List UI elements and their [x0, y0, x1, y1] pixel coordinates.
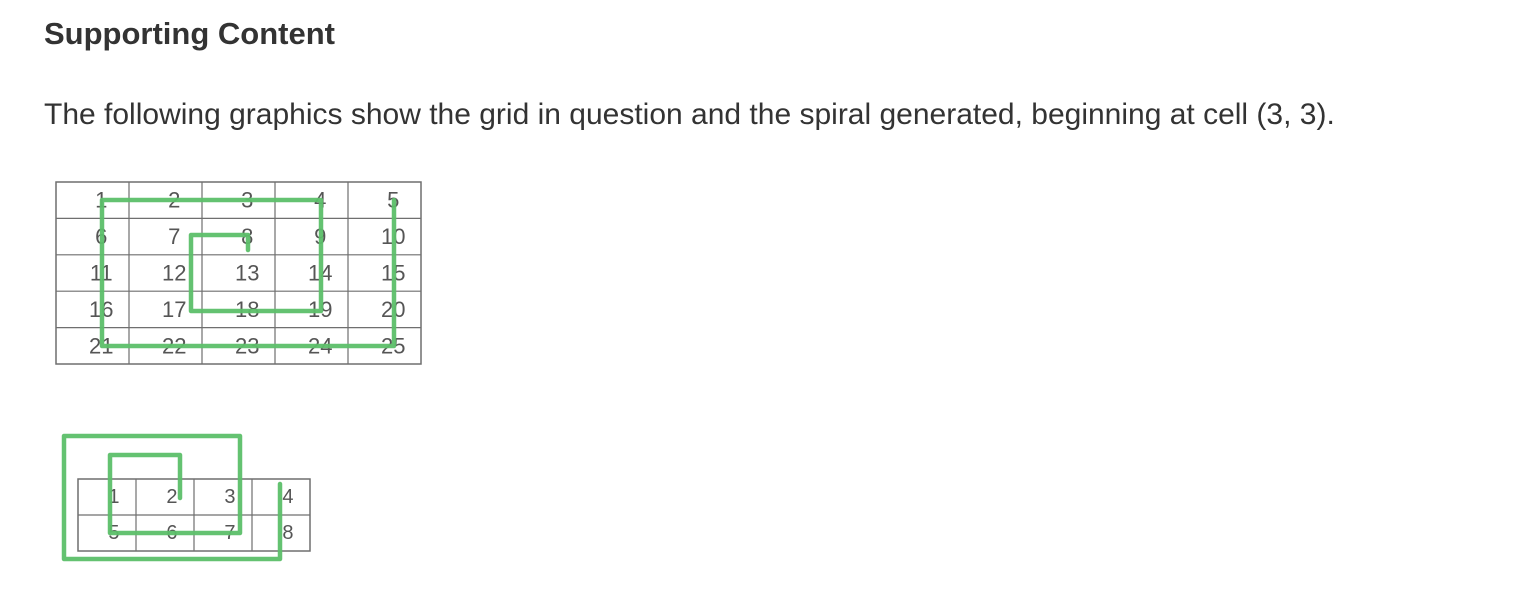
grid-cell-number: 17 [162, 297, 186, 322]
section-heading: Supporting Content [44, 16, 335, 51]
spiral-path-2x4 [61, 433, 283, 562]
grid-cell-number: 12 [162, 261, 186, 286]
grid-cell-number: 1 [108, 486, 119, 508]
grid-cell-number: 13 [235, 261, 259, 286]
grid-cell-number: 3 [224, 486, 235, 508]
grid-cell-number: 4 [282, 486, 293, 508]
spiral-path-5x5 [99, 197, 397, 349]
grid-cell-number: 8 [282, 522, 293, 544]
grid-cell-number: 7 [168, 224, 180, 249]
grid-border [55, 181, 422, 365]
grid-cell-number: 2 [166, 486, 177, 508]
description-paragraph: The following graphics show the grid in … [44, 98, 1335, 131]
